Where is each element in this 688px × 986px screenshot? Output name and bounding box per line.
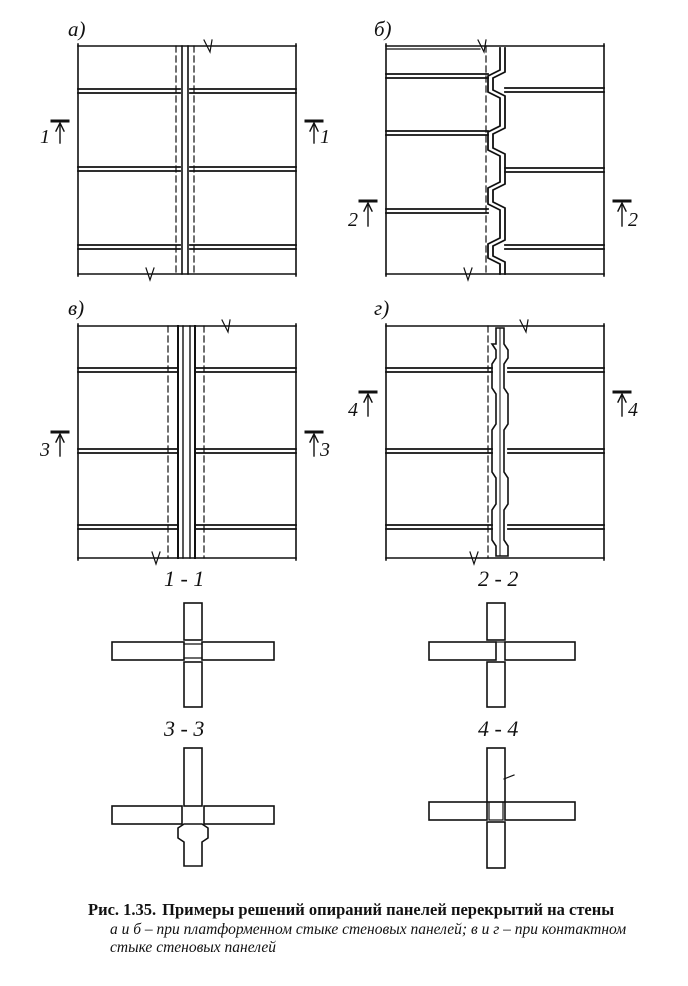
plan-c-label: в) [68, 296, 84, 320]
section-4-4: 4 - 4 [428, 716, 576, 869]
plan-d-label: г) [374, 296, 389, 320]
plan-d: г) 4 [348, 296, 638, 566]
section-1-1: 1 - 1 [111, 566, 275, 708]
cut-label-3-right: 3 [319, 439, 330, 461]
caption-title-line: Рис. 1.35. Примеры решений опираний панел… [88, 900, 668, 919]
section-2-2: 2 - 2 [428, 566, 576, 708]
caption-number: 1.35. [123, 900, 157, 919]
section-4-4-label: 4 - 4 [478, 716, 518, 741]
cut-label-4-left: 4 [348, 399, 358, 421]
section-1-1-label: 1 - 1 [164, 566, 204, 591]
plan-c: в) [39, 296, 330, 566]
plan-a-label: а) [68, 17, 86, 41]
plan-b: б) 2 [348, 17, 638, 282]
section-2-2-label: 2 - 2 [478, 566, 518, 591]
cut-label-3-left: 3 [39, 439, 50, 461]
cut-label-1-left: 1 [40, 126, 50, 148]
caption-description: а и б – при платформенном стыке стеновых… [110, 921, 627, 956]
figure-caption: Рис. 1.35. Примеры решений опираний панел… [88, 900, 668, 957]
section-3-3-label: 3 - 3 [163, 716, 204, 741]
caption-prefix: Рис. [88, 900, 120, 919]
section-3-3: 3 - 3 [111, 716, 275, 867]
plan-a: а) 1 [40, 17, 330, 282]
cut-label-2-right: 2 [628, 209, 638, 231]
cut-label-1-right: 1 [320, 126, 330, 148]
cut-label-4-right: 4 [628, 399, 638, 421]
cut-label-2-left: 2 [348, 209, 358, 231]
plan-b-label: б) [374, 17, 392, 41]
caption-title: Примеры решений опираний панелей перекры… [162, 900, 615, 919]
